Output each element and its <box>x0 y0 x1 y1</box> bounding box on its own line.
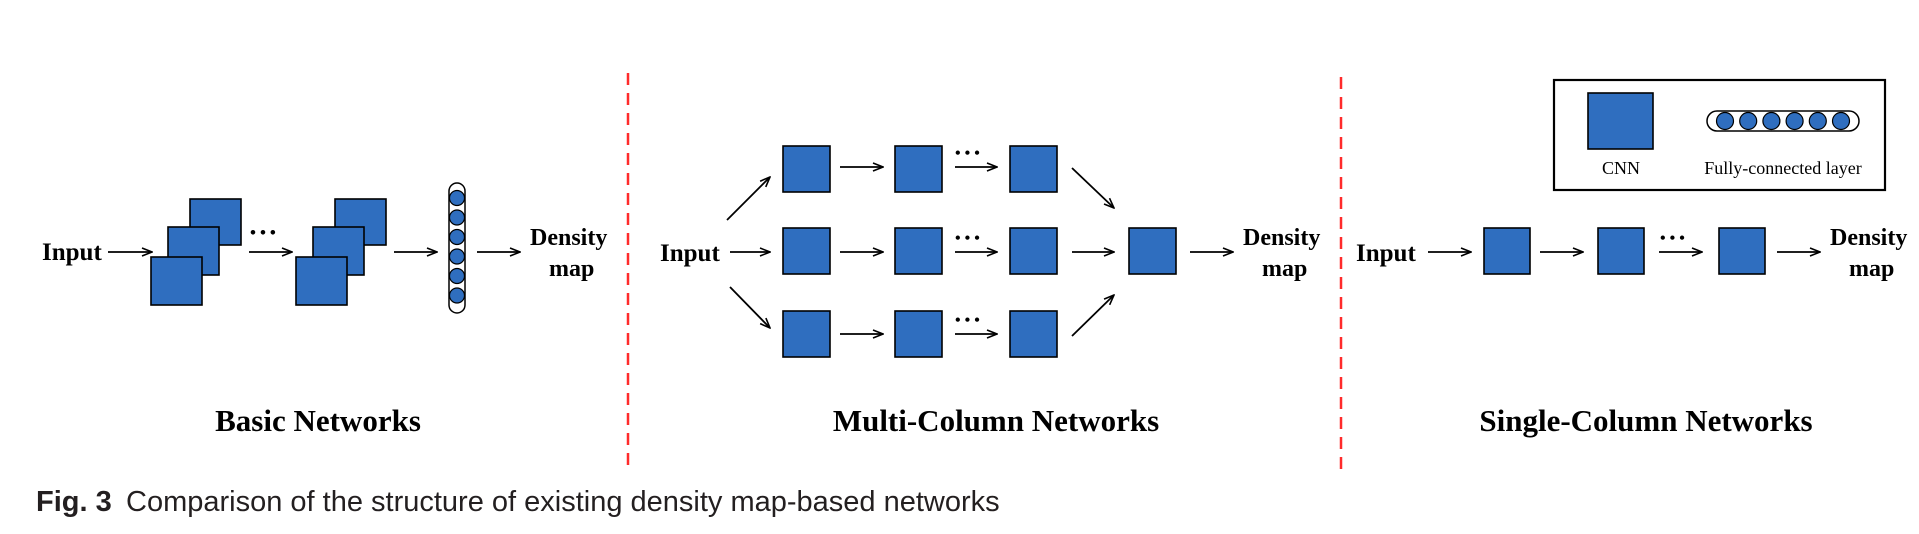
legend-fc-neuron <box>1762 111 1781 131</box>
caption-text: Comparison of the structure of existing … <box>126 486 1000 518</box>
basic-networks-panel: Input ••• Density map Basic Networks <box>42 182 607 438</box>
multi-merge-arrow-bottom <box>1071 295 1114 337</box>
single-ellipsis: ••• <box>1660 230 1689 247</box>
multi-output-line2: map <box>1262 256 1307 282</box>
multi-output-line1: Density <box>1243 225 1320 251</box>
basic-input-label: Input <box>42 239 102 266</box>
legend-fc-neuron <box>1831 111 1851 131</box>
multi-col3-cnn2 <box>894 310 943 358</box>
single-cnn2 <box>1597 227 1645 275</box>
legend-fc-neuron <box>1808 111 1827 131</box>
multi-merge-arrow-top <box>1071 167 1114 208</box>
multi-col3-ellipsis: ••• <box>955 312 984 329</box>
multi-input-label: Input <box>660 240 720 267</box>
caption-figure-label: Fig. 3 <box>36 486 112 518</box>
single-output-line1: Density <box>1830 225 1907 251</box>
multi-col2-ellipsis: ••• <box>955 230 984 247</box>
single-output-line2: map <box>1849 256 1894 282</box>
basic-fc-neuron <box>448 228 466 246</box>
basic-cnn-stack1-front <box>150 256 203 306</box>
basic-fc-neuron <box>448 287 466 304</box>
multi-column-networks-title: Multi-Column Networks <box>833 403 1159 438</box>
multi-col1-cnn1 <box>782 145 831 193</box>
single-column-networks-panel: CNN Fully-connected layer Input ••• Dens… <box>1356 78 1907 438</box>
basic-networks-title: Basic Networks <box>215 403 421 438</box>
legend-fc-neuron <box>1785 111 1804 131</box>
legend-fc-neurons <box>1715 111 1851 131</box>
multi-col3-cnn3 <box>1009 310 1058 358</box>
basic-output-line2: map <box>549 256 594 282</box>
single-cnn1 <box>1483 227 1531 275</box>
basic-fc-neuron <box>448 209 466 226</box>
legend-cnn-label: CNN <box>1602 158 1640 178</box>
figure-caption: Fig. 3 Comparison of the structure of ex… <box>36 486 1000 518</box>
multi-col2-cnn2 <box>894 227 943 275</box>
basic-output-line1: Density <box>530 225 607 251</box>
legend-fc-neuron <box>1715 111 1735 131</box>
multi-col3-cnn1 <box>782 310 831 358</box>
legend-fc-label: Fully-connected layer <box>1704 158 1861 178</box>
multi-col1-ellipsis: ••• <box>955 145 984 162</box>
single-cnn3 <box>1718 227 1766 275</box>
multi-arrow-down <box>729 286 770 328</box>
multi-col1-cnn2 <box>894 145 943 193</box>
multi-col2-cnn3 <box>1009 227 1058 275</box>
basic-fc-neuron <box>448 267 466 285</box>
multi-fusion-cnn <box>1128 227 1177 275</box>
legend-cnn-swatch <box>1587 92 1654 150</box>
multi-col1-cnn3 <box>1009 145 1058 193</box>
legend-fc-neuron <box>1739 111 1758 131</box>
single-column-networks-title: Single-Column Networks <box>1479 403 1812 438</box>
basic-fc-neurons <box>448 189 466 304</box>
multi-column-networks-panel: Input ••• ••• ••• Density map Multi- <box>660 145 1320 438</box>
multi-col2-cnn1 <box>782 227 831 275</box>
basic-fc-neuron <box>448 189 466 207</box>
basic-fc-neuron <box>448 248 466 265</box>
multi-arrow-up <box>726 177 770 221</box>
basic-ellipsis: ••• <box>250 223 280 242</box>
single-input-label: Input <box>1356 240 1416 267</box>
basic-cnn-stack2-front <box>295 256 348 306</box>
